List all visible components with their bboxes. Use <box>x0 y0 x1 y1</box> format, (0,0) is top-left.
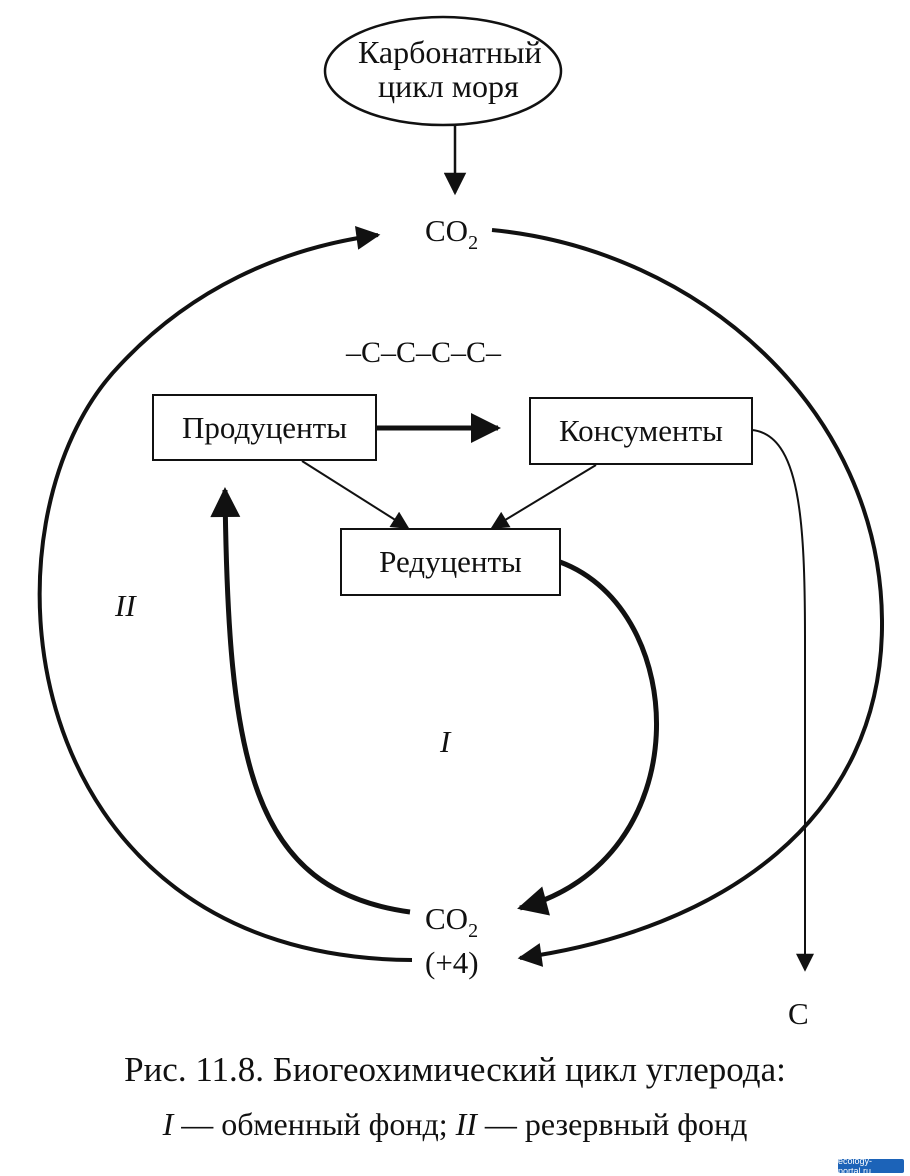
arrow-consumers-to-decomposers <box>490 464 597 529</box>
caption-fund-ii: II <box>455 1106 477 1142</box>
fund-exchange-label: I <box>440 724 451 759</box>
co2-bottom-main: CO <box>425 901 469 936</box>
oxidation-state-label: (+4) <box>425 945 479 980</box>
sea-cycle-label-line1: Карбонатный <box>358 34 542 70</box>
decomposers-label: Редуценты <box>379 544 522 579</box>
caption-fund-i-text: — обменный фонд; <box>173 1106 456 1142</box>
caption-fund-i: I <box>162 1106 174 1142</box>
consumers-label: Консументы <box>558 413 723 448</box>
figure-caption-line1: Рис. 11.8. Биогеохимический цикл углерод… <box>124 1050 786 1089</box>
producers-label: Продуценты <box>181 409 348 445</box>
decomposers-box: Редуценты <box>340 528 561 596</box>
co2-top-label: CO2 <box>425 213 478 253</box>
carbon-label: C <box>788 996 809 1031</box>
producers-box: Продуценты <box>152 394 377 461</box>
co2-bottom-label: CO2 <box>425 901 478 941</box>
arrow-co2-to-producers <box>210 487 411 915</box>
site-watermark: ecology-portal.ru <box>838 1156 904 1176</box>
consumers-box: Консументы <box>529 397 753 465</box>
arrow-decomposers-to-co2 <box>517 559 659 916</box>
co2-top-subscript: 2 <box>468 232 479 254</box>
carbon-chain-label: –C–C–C–C– <box>346 336 502 369</box>
fund-reserve-label: II <box>115 588 136 623</box>
sea-cycle-label-line2: цикл моря <box>378 68 519 104</box>
co2-bottom-subscript: 2 <box>468 920 479 942</box>
figure-caption-line2: I — обменный фонд; II — резервный фонд <box>0 1108 910 1140</box>
arrow-reserve-left-arc <box>37 225 413 962</box>
caption-fund-ii-text: — резервный фонд <box>476 1106 748 1142</box>
arrow-reserve-right-arc <box>491 228 885 967</box>
co2-top-main: CO <box>425 213 469 248</box>
arrow-producers-to-decomposers <box>301 460 410 529</box>
arrow-consumers-to-carbon <box>751 429 814 972</box>
sea-cycle-ellipse <box>323 15 563 127</box>
